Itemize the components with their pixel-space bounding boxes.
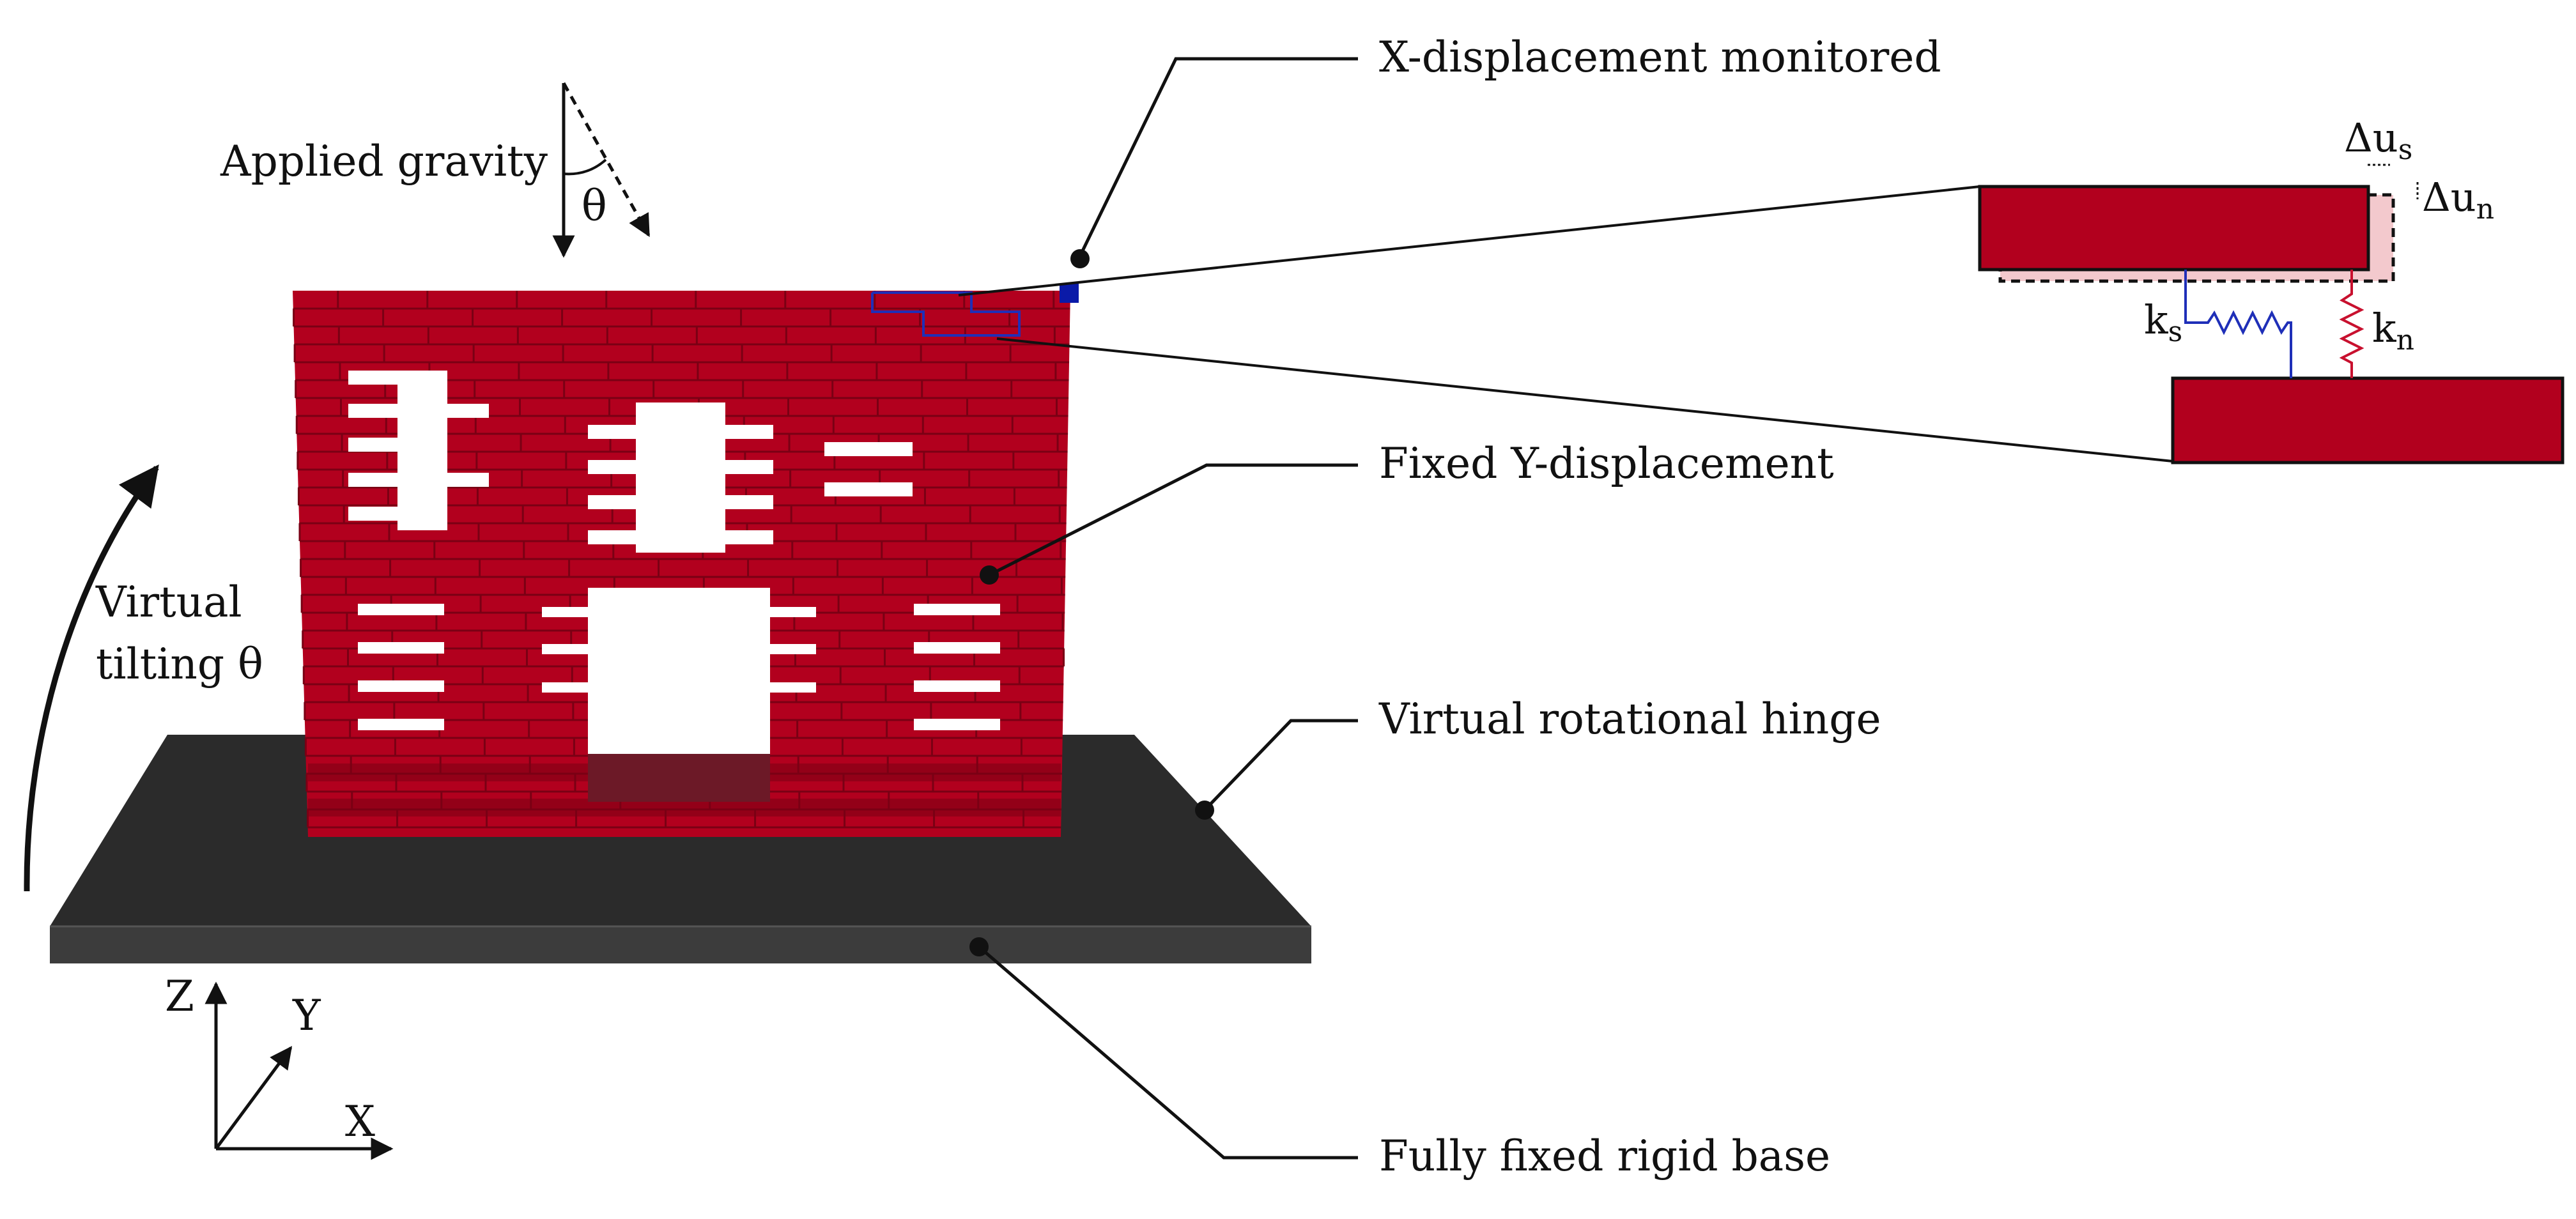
virtual-rotational-hinge-label: Virtual rotational hinge: [1378, 694, 1881, 744]
callout-fixed-y: Fixed Y-displacement: [980, 439, 1834, 585]
masonry-wall: [293, 284, 1079, 837]
delta-un-label: Δun: [2422, 174, 2494, 226]
monitored-brick-outline: [871, 291, 1021, 337]
window-upper-center: [588, 402, 773, 553]
fixed-y-displacement-label: Fixed Y-displacement: [1379, 439, 1834, 488]
base-front-face: [50, 926, 1311, 963]
virtual-tilting-label-line1: Virtual: [95, 578, 242, 627]
normal-spring-icon: [2339, 270, 2364, 378]
tilted-gravity-arrow-icon: [562, 82, 651, 238]
virtual-tilting-indicator: Virtual tilting θ: [24, 464, 263, 892]
window-lower-right: [914, 604, 1000, 730]
gravity-angle-label: θ: [582, 181, 607, 231]
lower-block: [2171, 376, 2564, 464]
applied-gravity-label: Applied gravity: [220, 137, 548, 186]
door-side-slits: [542, 607, 816, 693]
delta-us-label: Δus: [2344, 114, 2412, 166]
fully-fixed-rigid-base-label: Fully fixed rigid base: [1379, 1131, 1830, 1181]
callout-x-displacement: X-displacement monitored: [1070, 33, 1941, 268]
tilting-arrow-icon: [24, 464, 159, 892]
callout-rigid-base: Fully fixed rigid base: [969, 937, 1830, 1181]
gravity-indicator: Applied gravity θ: [220, 82, 651, 258]
upper-block: [1978, 185, 2370, 272]
wall-body: [293, 291, 1070, 837]
axis-triad-icon: Z Y X: [165, 972, 394, 1160]
axis-z-label: Z: [165, 972, 194, 1021]
window-upper-right: [824, 442, 913, 496]
shear-spring-icon: [2184, 270, 2292, 378]
interface-detail: Δus Δun ks kn: [1978, 114, 2564, 464]
zoom-lines: [958, 185, 2173, 463]
axis-y-label: Y: [292, 991, 321, 1040]
x-displacement-monitored-label: X-displacement monitored: [1379, 33, 1941, 82]
window-upper-left: [348, 371, 489, 530]
ks-label: ks: [2144, 296, 2182, 348]
kn-label: kn: [2372, 305, 2414, 356]
axis-x-label: X: [345, 1097, 375, 1146]
callout-rotational-hinge: Virtual rotational hinge: [1195, 694, 1881, 820]
window-lower-left: [358, 604, 444, 730]
virtual-tilting-label-line2: tilting θ: [96, 640, 263, 689]
monitored-node: [1060, 284, 1079, 303]
